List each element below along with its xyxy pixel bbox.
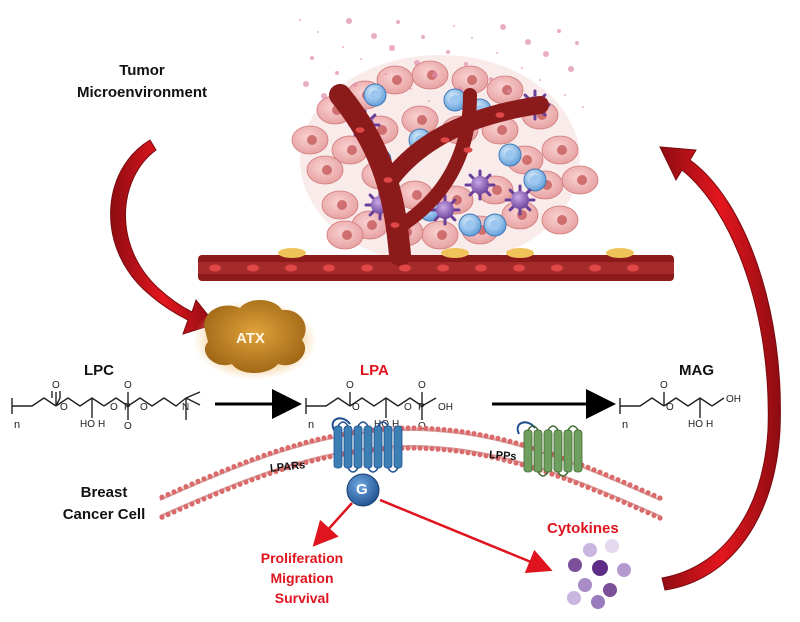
mag-label: MAG xyxy=(679,362,714,379)
mag-structure xyxy=(619,392,725,418)
lpc-p-o-top: O xyxy=(124,380,132,391)
cellular-outcomes-label: Proliferation Migration Survival xyxy=(232,548,372,608)
lpa-p-o-top: O xyxy=(418,380,426,391)
lpc-h: H xyxy=(98,419,105,430)
lpc-ester-o: O xyxy=(60,402,68,413)
mag-n-subscript: n xyxy=(622,419,628,431)
lpc-phosphorus: P xyxy=(124,402,131,413)
outcome-proliferation: Proliferation xyxy=(260,550,344,566)
breast-label-line2: Cancer Cell xyxy=(62,506,146,523)
lpc-n-subscript: n xyxy=(14,419,20,431)
tumor-label-line1: Tumor xyxy=(119,62,165,79)
atx-label: ATX xyxy=(236,330,265,347)
lpa-structure xyxy=(305,392,437,420)
atx-enzyme xyxy=(193,299,317,380)
lpc-carbonyl-o: O xyxy=(52,380,60,391)
lpc-structure xyxy=(11,391,201,420)
breast-label-line1: Breast xyxy=(80,484,128,501)
g-to-cytokines-arrow xyxy=(379,498,553,573)
mag-h: H xyxy=(706,419,713,430)
lpa-structure-text: nOOHOHOOPOOH xyxy=(308,380,453,432)
right-curved-arrow xyxy=(659,146,781,591)
lpa-o-link: O xyxy=(404,402,412,413)
lpc-ho: HO xyxy=(80,419,95,430)
lpa-oh: OH xyxy=(438,402,453,413)
g-protein xyxy=(346,473,380,507)
lpa-phosphorus: P xyxy=(418,402,425,413)
g-protein-label: G xyxy=(356,481,368,498)
lpa-ho: HO xyxy=(374,419,389,430)
lpar-receptor xyxy=(331,417,403,473)
g-to-outcomes-arrow xyxy=(312,502,353,547)
lpc-o-link: O xyxy=(110,402,118,413)
lpp-receptor xyxy=(516,421,583,477)
lpc-o-minus: O xyxy=(124,421,132,432)
breast-cancer-cell-label: Breast Cancer Cell xyxy=(34,482,174,526)
mag-oh: OH xyxy=(726,394,741,405)
lpa-n-subscript: n xyxy=(308,419,314,431)
cell-membrane xyxy=(159,425,663,521)
left-curved-arrow xyxy=(110,139,216,335)
outcome-migration: Migration xyxy=(270,570,334,586)
mag-ester-o: O xyxy=(666,402,674,413)
lpa-label: LPA xyxy=(360,362,389,379)
tumor-microenvironment-label: Tumor Microenvironment xyxy=(72,60,212,104)
lpc-o-choline: O xyxy=(140,402,148,413)
cytokines-label: Cytokines xyxy=(547,520,619,537)
cytokine-particles xyxy=(567,539,631,609)
mag-carbonyl-o: O xyxy=(660,380,668,391)
tumor-label-line2: Microenvironment xyxy=(76,84,208,101)
lpa-ester-o: O xyxy=(352,402,360,413)
lpps-label: LPPs xyxy=(488,449,517,463)
lpc-n-plus: N xyxy=(182,402,189,413)
outcome-survival: Survival xyxy=(274,590,330,606)
blood-vessel xyxy=(198,84,674,281)
lpa-h: H xyxy=(392,419,399,430)
mag-ho: HO xyxy=(688,419,703,430)
lpc-label: LPC xyxy=(84,362,114,379)
lpa-carbonyl-o: O xyxy=(346,380,354,391)
